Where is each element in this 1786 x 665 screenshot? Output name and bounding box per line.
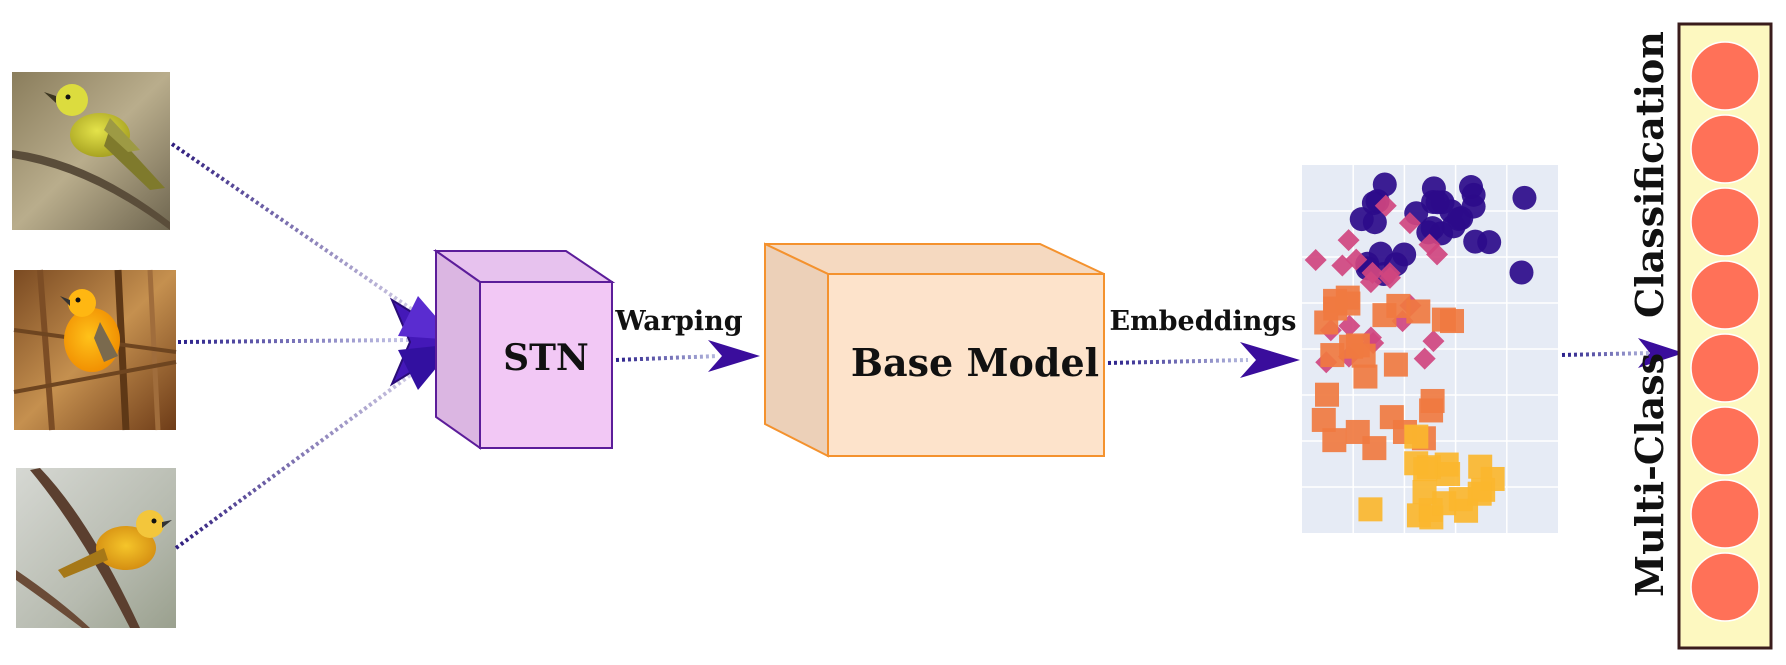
arrowhead-icon	[1638, 338, 1684, 368]
output-node	[1690, 552, 1760, 622]
embedding-point	[1422, 330, 1445, 353]
output-node	[1690, 41, 1760, 111]
stn-block: STN	[432, 249, 616, 450]
output-node	[1690, 187, 1760, 257]
input-image-2	[13, 269, 177, 431]
embedding-point	[1416, 220, 1441, 245]
warping-arrow	[615, 340, 760, 372]
output-node	[1690, 406, 1760, 476]
arrowhead-icon	[1240, 342, 1300, 378]
embedding-point	[1353, 364, 1378, 389]
embedding-point	[1418, 233, 1441, 256]
output-node	[1690, 114, 1760, 184]
embedding-point	[1378, 266, 1401, 289]
embedding-point	[1349, 207, 1374, 232]
embedding-point	[1404, 424, 1429, 449]
embedding-point	[1383, 352, 1408, 377]
bird-photo-icon	[44, 84, 165, 190]
embedding-point	[1337, 229, 1360, 252]
embedding-point	[1361, 261, 1384, 284]
embedding-point	[1398, 212, 1421, 235]
embedding-point	[1331, 254, 1354, 277]
output-node	[1690, 260, 1760, 330]
embedding-point	[1304, 249, 1327, 272]
warping-label: Warping	[614, 306, 742, 337]
embedding-point	[1323, 296, 1348, 321]
embedding-point	[1311, 407, 1336, 432]
embedding-point	[1421, 176, 1446, 201]
embedding-point	[1362, 436, 1387, 461]
arrowhead-icon	[708, 340, 760, 372]
embeddings-label: Embeddings	[1110, 306, 1297, 337]
input-image-1	[12, 72, 170, 230]
embedding-point	[1434, 452, 1459, 477]
embedding-point	[1420, 388, 1445, 413]
embedding-point	[1431, 307, 1456, 332]
input-connectors	[170, 142, 422, 550]
embedding-point	[1339, 334, 1364, 359]
embedding-point	[1379, 405, 1404, 430]
embedding-point	[1374, 194, 1397, 217]
multi-class-label: Multi-Class	[1627, 353, 1672, 597]
bird-photo-icon	[58, 510, 172, 578]
base-model-label: Base Model	[851, 340, 1099, 385]
output-arrow	[1561, 338, 1684, 368]
stn-label: STN	[503, 337, 589, 379]
embedding-point	[1413, 347, 1436, 370]
embedding-point	[1509, 260, 1534, 285]
embedding-point	[1413, 457, 1438, 482]
base-model-block: Base Model	[764, 242, 1105, 458]
embedding-point	[1315, 382, 1340, 407]
embedding-point	[1322, 428, 1347, 453]
bird-photo-icon	[60, 289, 120, 372]
output-layer	[1677, 22, 1773, 650]
embedding-point	[1358, 497, 1383, 522]
embedding-point	[1406, 299, 1431, 324]
embedding-point	[1463, 229, 1488, 254]
output-node	[1690, 333, 1760, 403]
classification-label: Classification	[1627, 31, 1672, 318]
embedding-point	[1512, 185, 1537, 210]
input-image-3	[16, 468, 176, 628]
output-node	[1690, 479, 1760, 549]
embeddings-arrow	[1107, 342, 1300, 378]
embedding-scatter-plot	[1302, 165, 1558, 533]
embedding-point	[1372, 303, 1397, 328]
embedding-point	[1449, 206, 1474, 231]
embedding-point	[1467, 481, 1492, 506]
